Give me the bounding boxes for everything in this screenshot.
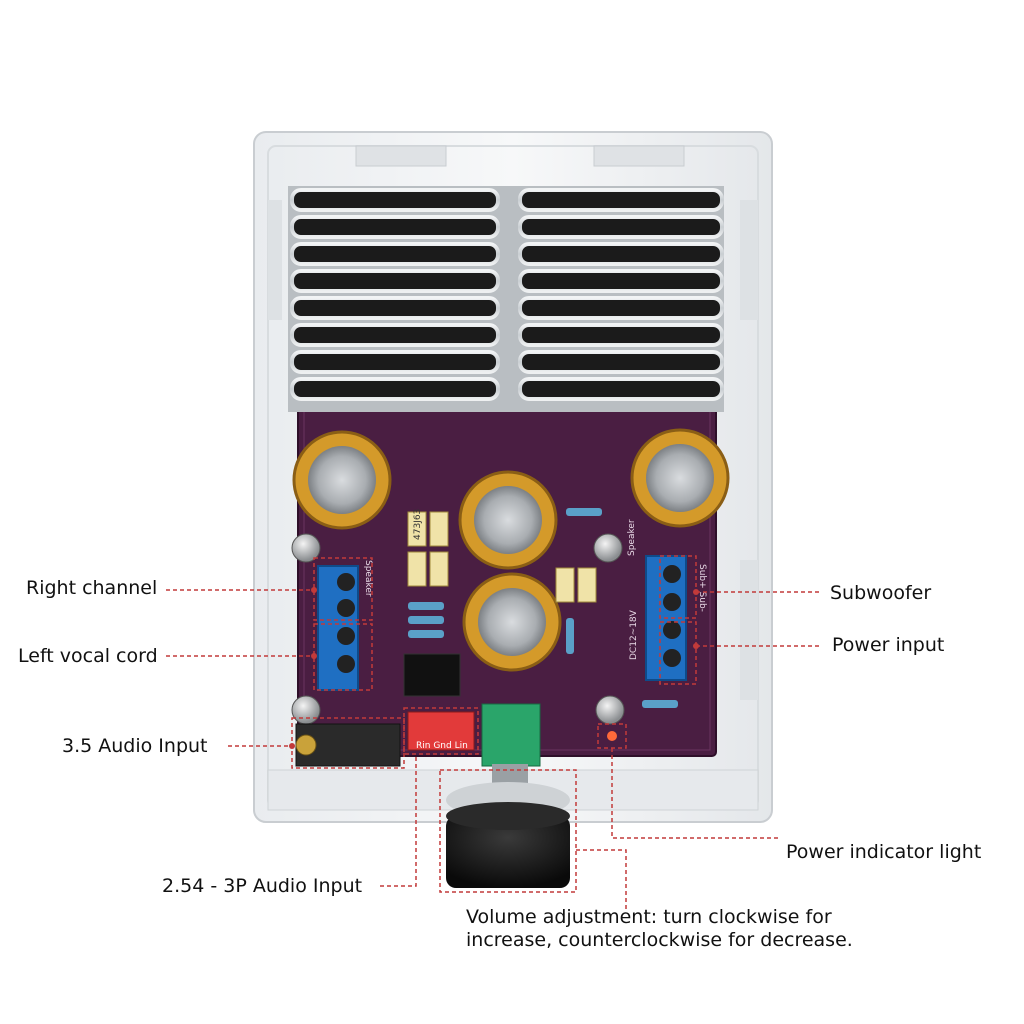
power-led bbox=[607, 731, 617, 741]
heatsink-fin bbox=[290, 323, 500, 347]
leader-volume bbox=[576, 849, 627, 910]
capacitor-left bbox=[292, 430, 392, 530]
speaker-terminal-left bbox=[317, 565, 359, 691]
box-header-254 bbox=[403, 707, 479, 755]
capacitor-center-top bbox=[458, 470, 558, 570]
heatsink-fin bbox=[518, 377, 724, 401]
callout-markers bbox=[166, 555, 822, 910]
heatsink-fin bbox=[518, 323, 724, 347]
label-volume-adjustment: Volume adjustment: turn clockwise for in… bbox=[466, 906, 886, 952]
capacitor-right bbox=[630, 428, 730, 528]
heatsink-fin bbox=[290, 215, 500, 239]
leader-header-254 bbox=[380, 754, 417, 887]
box-volume-knob bbox=[439, 769, 577, 893]
heatsink-fin bbox=[290, 242, 500, 266]
capacitor-center-bottom bbox=[462, 572, 562, 672]
box-subwoofer bbox=[659, 555, 697, 619]
heatsink-fin bbox=[518, 269, 724, 293]
silk-sub-terminal: Sub+ Sub- bbox=[697, 564, 707, 612]
callout-dots bbox=[289, 587, 699, 749]
label-volume-line-2: increase, counterclockwise for decrease. bbox=[466, 928, 853, 951]
heatsink-fin bbox=[290, 350, 500, 374]
label-right-channel: Right channel bbox=[26, 577, 158, 599]
audio-jack-35 bbox=[295, 723, 401, 767]
ic-chip bbox=[403, 653, 461, 697]
heatsink-fin bbox=[518, 242, 724, 266]
silk-speaker-right: Speaker bbox=[627, 519, 637, 556]
silk-dc-rating: DC12~18V bbox=[629, 609, 639, 660]
heatsink-fin bbox=[518, 215, 724, 239]
heatsink-fin bbox=[518, 350, 724, 374]
heatsink-fin bbox=[290, 377, 500, 401]
silk-speaker-left: Speaker bbox=[363, 560, 373, 597]
label-power-indicator: Power indicator light bbox=[786, 841, 982, 863]
case-screws bbox=[291, 533, 625, 725]
leader-power-led bbox=[611, 748, 780, 839]
film-capacitors bbox=[407, 511, 597, 603]
volume-knob bbox=[446, 782, 570, 888]
silk-header-pins: Rin Gnd Lin bbox=[416, 741, 468, 751]
label-left-vocal-cord: Left vocal cord bbox=[18, 645, 158, 667]
label-subwoofer: Subwoofer bbox=[830, 582, 932, 604]
heatsink-fin bbox=[290, 269, 500, 293]
heatsink-fin bbox=[518, 296, 724, 320]
header-254-3p bbox=[407, 711, 475, 751]
heatsink-fin bbox=[518, 188, 724, 212]
label-audio-input-35: 3.5 Audio Input bbox=[62, 735, 208, 757]
pcb-silkscreen: Speaker Speaker DC12~18V Sub+ Sub- Rin G… bbox=[363, 509, 707, 751]
box-power-input bbox=[659, 621, 697, 685]
label-audio-input-254: 2.54 - 3P Audio Input bbox=[162, 875, 363, 897]
box-right-channel bbox=[313, 557, 373, 621]
box-left-channel bbox=[313, 623, 373, 691]
heatsink-fin bbox=[290, 296, 500, 320]
heatsink bbox=[288, 186, 724, 412]
silk-cap-label: 473J63 bbox=[413, 509, 423, 540]
heatsink-fin bbox=[290, 188, 500, 212]
label-power-input: Power input bbox=[832, 634, 945, 656]
resistors bbox=[408, 508, 678, 708]
label-volume-line-1: Volume adjustment: turn clockwise for bbox=[466, 906, 832, 928]
